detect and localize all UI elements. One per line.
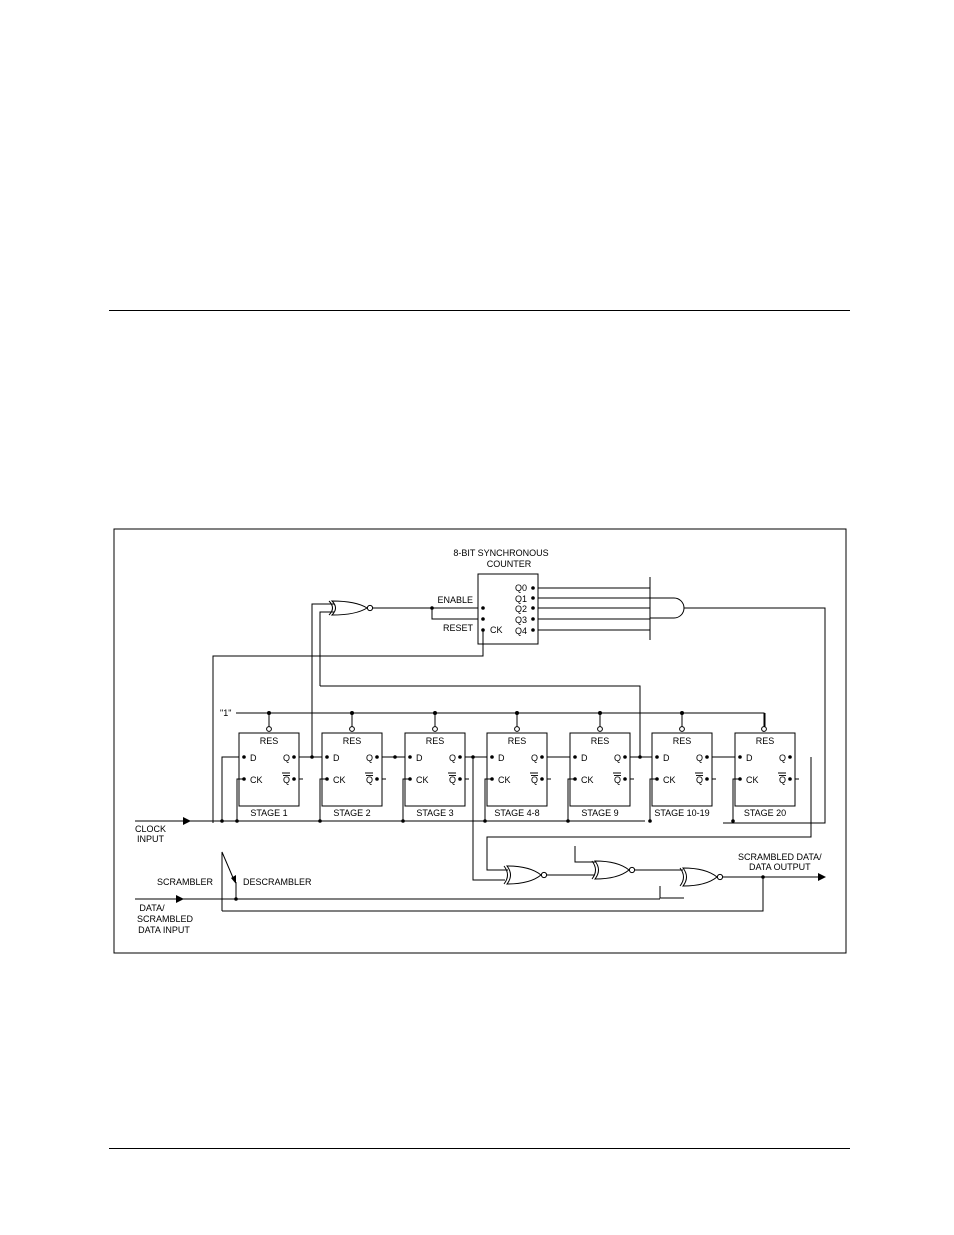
flip-flop-res-label: RES [343, 736, 362, 746]
flip-flop-q-label: Q [283, 753, 290, 763]
descrambler-label: DESCRAMBLER [243, 877, 312, 887]
flip-flop-d-label: D [250, 753, 257, 763]
counter-title-2: COUNTER [487, 559, 532, 569]
counter-box [477, 573, 539, 645]
figure-frame [113, 528, 847, 954]
flip-flop-box [651, 732, 713, 807]
flip-flop-d-label: D [746, 753, 753, 763]
stage-label: STAGE 20 [744, 808, 786, 818]
flip-flop-ck-label: CK [663, 775, 676, 785]
counter-title-1: 8-BIT SYNCHRONOUS [453, 548, 548, 558]
flip-flop-ck-label: CK [746, 775, 759, 785]
stage-label: STAGE 10-19 [654, 808, 709, 818]
output-arrow-icon [818, 873, 826, 881]
flip-flop-res-label: RES [673, 736, 692, 746]
flip-flop-q-label: Q [531, 753, 538, 763]
xnor-gate-counter [328, 600, 374, 616]
counter-ck: CK [490, 625, 503, 635]
xnor-gate-2 [591, 860, 636, 880]
clock-input-2: INPUT [137, 834, 165, 844]
flip-flop-qbar-label: Q [366, 775, 373, 785]
stage-label: STAGE 9 [581, 808, 618, 818]
xnor-gate-3 [679, 867, 724, 887]
flip-flop-box [404, 732, 466, 807]
bottom-rule [109, 1148, 850, 1149]
data-input-arrow-icon [176, 895, 184, 903]
clock-input-1: CLOCK [135, 824, 166, 834]
flip-flop-res-label: RES [756, 736, 775, 746]
flip-flop-box [734, 732, 796, 807]
flip-flop-q-label: Q [449, 753, 456, 763]
flip-flop-ck-label: CK [416, 775, 429, 785]
counter-q1: Q1 [515, 594, 527, 604]
data-input-3: DATA INPUT [138, 925, 190, 935]
switch-arrow-icon [231, 875, 236, 884]
flip-flop-qbar-label: Q [614, 775, 621, 785]
counter-q0: Q0 [515, 583, 527, 593]
counter-q3: Q3 [515, 615, 527, 625]
flip-flop-q-label: Q [696, 753, 703, 763]
flip-flop-box [486, 732, 548, 807]
flip-flop-res-label: RES [260, 736, 279, 746]
counter-q4: Q4 [515, 626, 527, 636]
stage-label: STAGE 4-8 [494, 808, 539, 818]
flip-flop-ck-label: CK [250, 775, 263, 785]
flip-flop-qbar-label: Q [531, 775, 538, 785]
stage-label: STAGE 3 [416, 808, 453, 818]
flip-flop-ck-label: CK [333, 775, 346, 785]
and-gate [649, 577, 685, 640]
flip-flop-d-label: D [333, 753, 340, 763]
counter-q2: Q2 [515, 604, 527, 614]
flip-flop-qbar-label: Q [696, 775, 703, 785]
stage-label: STAGE 2 [333, 808, 370, 818]
flip-flop-res-label: RES [508, 736, 527, 746]
flip-flop-res-label: RES [426, 736, 445, 746]
flip-flop-qbar-label: Q [283, 775, 290, 785]
flip-flop-ck-label: CK [581, 775, 594, 785]
data-input-1: DATA/ [139, 903, 165, 913]
logic-one-label: "1" [220, 708, 231, 718]
stage-label: STAGE 1 [250, 808, 287, 818]
flip-flop-qbar-label: Q [449, 775, 456, 785]
flip-flop-res-label: RES [591, 736, 610, 746]
counter-enable: ENABLE [437, 595, 473, 605]
synchronous-counter: 8-BIT SYNCHRONOUS COUNTER Q0 Q1 Q2 Q3 Q4… [437, 548, 549, 645]
flip-flop-ck-label: CK [498, 775, 511, 785]
flip-flop-box [238, 732, 300, 807]
flip-flop-d-label: D [498, 753, 505, 763]
flip-flop-d-label: D [581, 753, 588, 763]
flip-flop-q-label: Q [366, 753, 373, 763]
clock-arrow-icon [183, 817, 191, 825]
flip-flop-d-label: D [663, 753, 670, 763]
flip-flop-d-label: D [416, 753, 423, 763]
counter-reset: RESET [443, 623, 474, 633]
output-label-1: SCRAMBLED DATA/ [738, 852, 822, 862]
output-label-2: DATA OUTPUT [749, 862, 811, 872]
top-rule [109, 310, 850, 311]
data-input-2: SCRAMBLED [137, 914, 194, 924]
flip-flop-qbar-label: Q [779, 775, 786, 785]
flip-flop-q-label: Q [614, 753, 621, 763]
flip-flop-box [569, 732, 631, 807]
flip-flop-box [321, 732, 383, 807]
flip-flop-q-label: Q [779, 753, 786, 763]
xnor-gate-1 [503, 865, 548, 885]
scrambler-label: SCRAMBLER [157, 877, 214, 887]
